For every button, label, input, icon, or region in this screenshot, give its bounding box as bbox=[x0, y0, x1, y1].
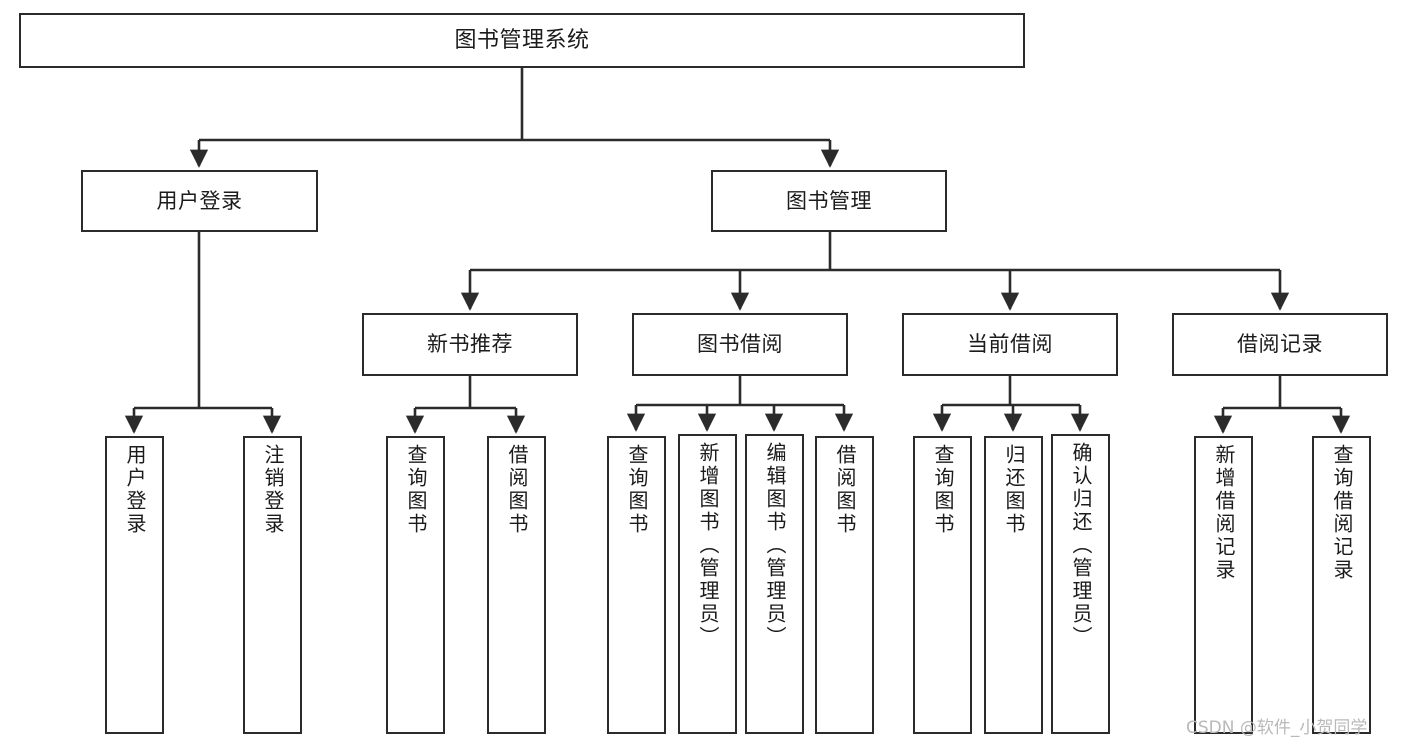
node-current-borrow[interactable]: 当前借阅 bbox=[902, 313, 1118, 376]
node-book-borrow[interactable]: 图书借阅 bbox=[632, 313, 848, 376]
node-leaf-add-record-label: 新增借阅记录 bbox=[1212, 444, 1236, 582]
node-leaf-edit-book-label: 编辑图书（管理员） bbox=[763, 442, 787, 649]
node-leaf-add-record[interactable]: 新增借阅记录 bbox=[1194, 436, 1253, 734]
node-leaf-add-book-label: 新增图书（管理员） bbox=[696, 442, 720, 649]
node-leaf-user-login-label: 用户登录 bbox=[123, 444, 147, 536]
node-leaf-query-book-3-label: 查询图书 bbox=[931, 444, 955, 536]
node-leaf-confirm-return[interactable]: 确认归还（管理员） bbox=[1051, 434, 1110, 734]
node-leaf-borrow-book-1-label: 借阅图书 bbox=[505, 444, 529, 536]
node-user-login-label: 用户登录 bbox=[156, 188, 243, 213]
node-leaf-query-book-1[interactable]: 查询图书 bbox=[386, 436, 445, 734]
node-leaf-query-record[interactable]: 查询借阅记录 bbox=[1312, 436, 1371, 734]
node-leaf-logout[interactable]: 注销登录 bbox=[243, 436, 302, 734]
node-leaf-borrow-book-2[interactable]: 借阅图书 bbox=[815, 436, 874, 734]
node-new-book-recommend[interactable]: 新书推荐 bbox=[362, 313, 578, 376]
node-leaf-query-book-3[interactable]: 查询图书 bbox=[913, 436, 972, 734]
node-leaf-query-book-2-label: 查询图书 bbox=[625, 444, 649, 536]
node-book-borrow-label: 图书借阅 bbox=[697, 332, 783, 357]
node-root[interactable]: 图书管理系统 bbox=[19, 13, 1025, 68]
node-leaf-query-record-label: 查询借阅记录 bbox=[1330, 444, 1354, 582]
node-root-label: 图书管理系统 bbox=[454, 27, 590, 53]
node-borrow-record[interactable]: 借阅记录 bbox=[1172, 313, 1388, 376]
node-user-login[interactable]: 用户登录 bbox=[81, 170, 318, 232]
node-leaf-user-login[interactable]: 用户登录 bbox=[105, 436, 164, 734]
node-leaf-add-book[interactable]: 新增图书（管理员） bbox=[678, 434, 737, 734]
node-leaf-confirm-return-label: 确认归还（管理员） bbox=[1069, 442, 1093, 649]
node-book-manage-label: 图书管理 bbox=[786, 188, 872, 213]
node-borrow-record-label: 借阅记录 bbox=[1237, 332, 1323, 357]
node-leaf-borrow-book-1[interactable]: 借阅图书 bbox=[487, 436, 546, 734]
watermark: CSDN @软件_小贺同学 bbox=[1186, 718, 1368, 738]
node-book-manage[interactable]: 图书管理 bbox=[711, 170, 947, 232]
node-leaf-borrow-book-2-label: 借阅图书 bbox=[833, 444, 857, 536]
node-leaf-return-book[interactable]: 归还图书 bbox=[984, 436, 1043, 734]
node-leaf-return-book-label: 归还图书 bbox=[1002, 444, 1026, 536]
node-leaf-query-book-2[interactable]: 查询图书 bbox=[607, 436, 666, 734]
node-leaf-edit-book[interactable]: 编辑图书（管理员） bbox=[745, 434, 804, 734]
node-leaf-logout-label: 注销登录 bbox=[261, 444, 285, 536]
node-leaf-query-book-1-label: 查询图书 bbox=[404, 444, 428, 536]
node-new-book-recommend-label: 新书推荐 bbox=[427, 332, 513, 357]
node-current-borrow-label: 当前借阅 bbox=[967, 332, 1053, 357]
